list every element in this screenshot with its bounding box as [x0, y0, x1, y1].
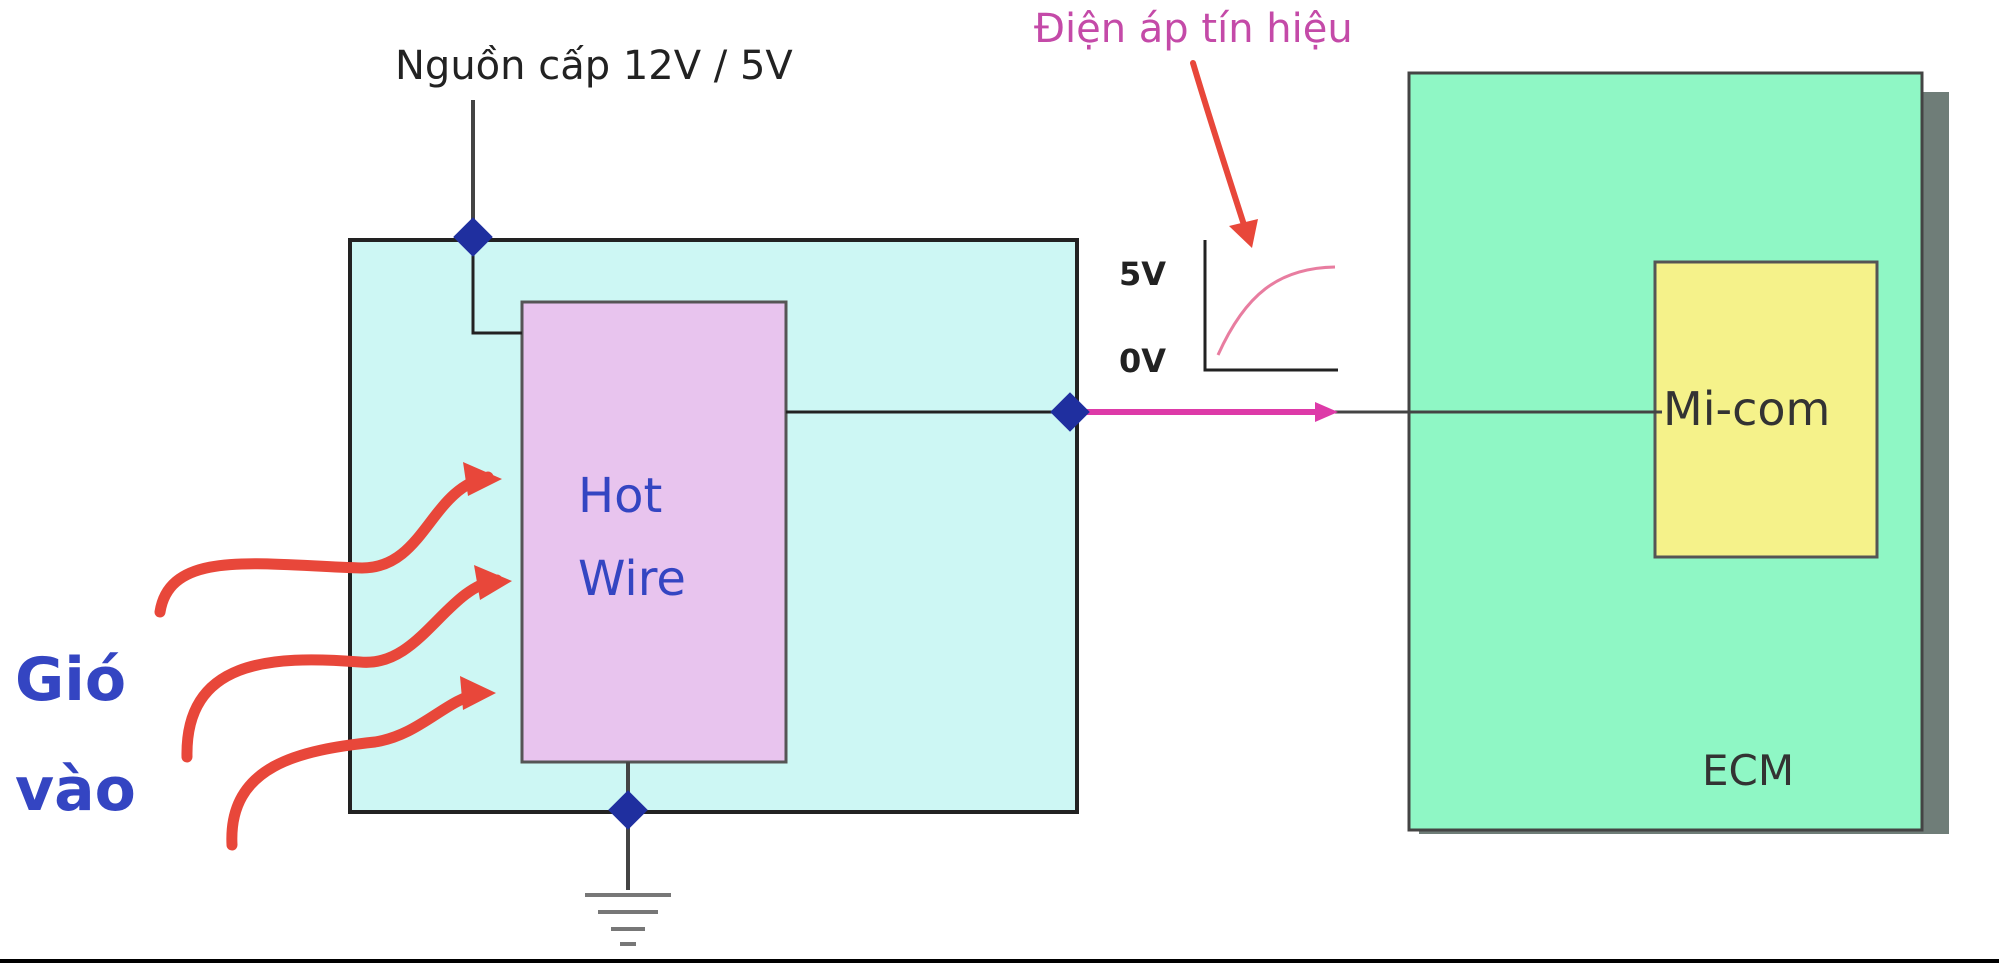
hot-wire-label-line1: Hot: [578, 468, 662, 524]
signal-voltage-label: Điện áp tín hiệu: [1034, 6, 1353, 52]
signal-arrowhead: [1315, 402, 1338, 422]
micom-label: Mi-com: [1663, 382, 1830, 436]
pointer-arrow: [1190, 60, 1258, 248]
voltage-graph-axes: [1203, 240, 1338, 372]
ecm-label: ECM: [1702, 746, 1794, 795]
airflow-arrowheads: [460, 462, 512, 710]
voltage-curve: [1216, 265, 1336, 356]
supply-to-element-wire: [471, 240, 522, 335]
micom-box: [1653, 260, 1879, 559]
ground-node: [608, 790, 648, 830]
air-in-label-line2: vào: [15, 755, 136, 825]
supply-node: [453, 217, 493, 257]
air-in-label-line1: Gió: [15, 645, 126, 715]
supply-label: Nguồn cấp 12V / 5V: [395, 43, 793, 89]
voltage-low-label: 0V: [1119, 342, 1166, 380]
voltage-graph: [1203, 240, 1338, 372]
hot-wire-element: [520, 300, 788, 764]
airflow-arrows: [154, 471, 503, 851]
ground-symbol: [585, 893, 671, 946]
voltage-high-label: 5V: [1119, 255, 1166, 293]
bottom-border: [0, 959, 1999, 963]
hot-wire-label-line2: Wire: [578, 551, 686, 607]
